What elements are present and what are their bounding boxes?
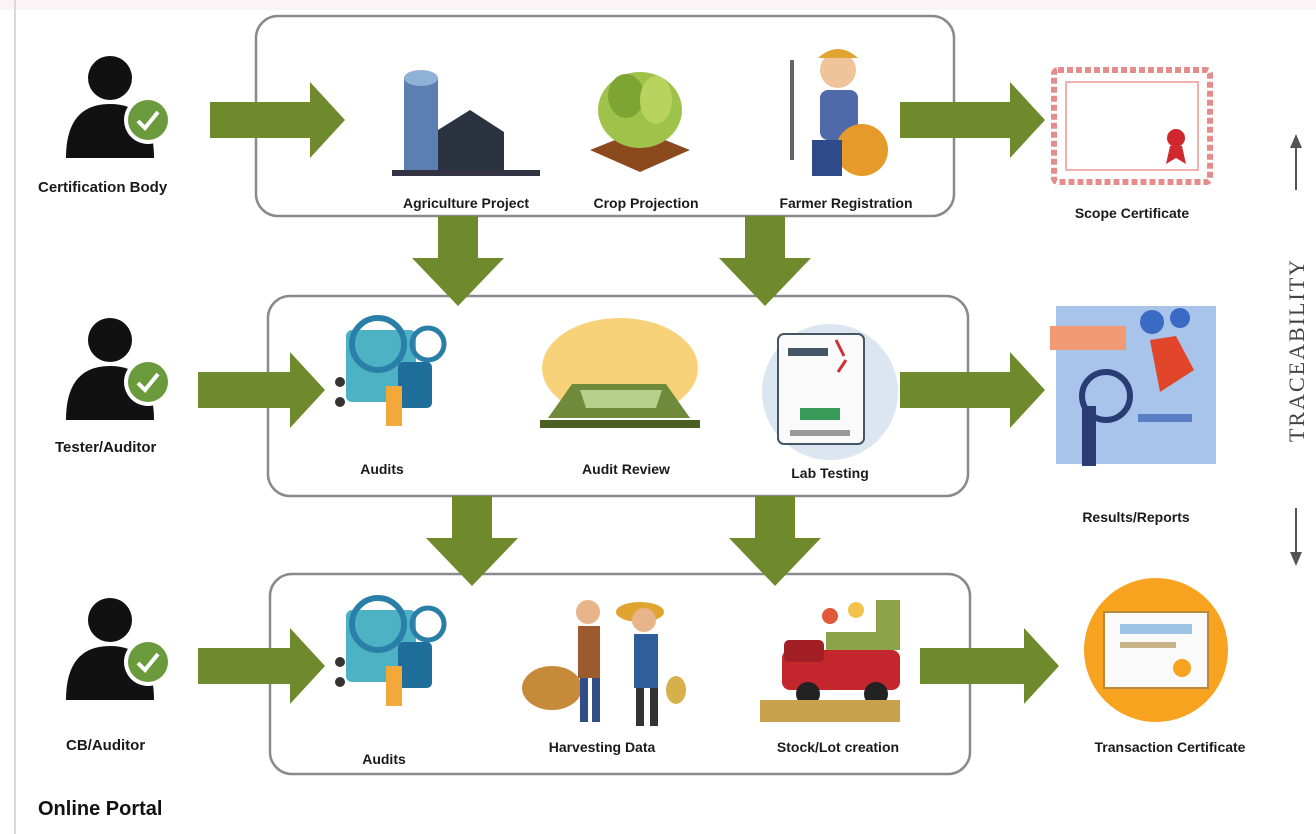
actor-label-3: CB/Auditor xyxy=(66,737,145,754)
arrow-output-1 xyxy=(900,82,1045,158)
report-chart-icon xyxy=(1050,306,1216,466)
arrow-actor-1 xyxy=(210,82,345,158)
silo-icon xyxy=(392,70,540,176)
left-border xyxy=(14,0,16,834)
actor-label-2: Tester/Auditor xyxy=(55,439,157,456)
footer-online-portal: Online Portal xyxy=(38,798,163,820)
traceability-label: TRACEABILITY xyxy=(1284,258,1309,442)
field-review-icon xyxy=(540,318,700,428)
gold-certificate-icon xyxy=(1084,578,1228,722)
farmer-icon xyxy=(790,49,888,176)
audit-magnifier-icon xyxy=(335,315,447,426)
audit-magnifier-icon-2 xyxy=(335,595,447,706)
actor-label-1: Certification Body xyxy=(38,179,168,196)
traceability-axis: TRACEABILITY xyxy=(1284,134,1309,566)
item-label-3-2: Harvesting Data xyxy=(549,739,656,755)
item-label-3-1: Audits xyxy=(362,751,406,767)
harvest-people-icon xyxy=(522,600,686,726)
output-label-3: Transaction Certificate xyxy=(1095,739,1246,755)
top-strip xyxy=(0,0,1316,10)
arrow-down-1b xyxy=(719,216,811,306)
item-label-1-3: Farmer Registration xyxy=(779,195,912,211)
certification-body-icon xyxy=(64,54,174,160)
arrow-down-2a xyxy=(426,496,518,586)
arrow-down-1a xyxy=(412,216,504,306)
lab-report-icon xyxy=(762,324,898,460)
truck-crate-icon xyxy=(760,600,900,722)
arrow-down-2b xyxy=(729,496,821,586)
arrow-output-3 xyxy=(920,628,1059,704)
output-label-1: Scope Certificate xyxy=(1075,205,1190,221)
item-label-1-1: Agriculture Project xyxy=(403,195,529,211)
tester-auditor-icon xyxy=(64,316,174,422)
arrow-actor-3 xyxy=(198,628,325,704)
crop-plant-icon xyxy=(590,72,690,172)
item-label-2-1: Audits xyxy=(360,461,404,477)
item-label-1-2: Crop Projection xyxy=(593,195,698,211)
arrow-output-2 xyxy=(900,352,1045,428)
arrow-actor-2 xyxy=(198,352,325,428)
scope-certificate-icon xyxy=(1051,67,1213,185)
item-label-2-2: Audit Review xyxy=(582,461,670,477)
output-label-2: Results/Reports xyxy=(1082,509,1190,525)
item-label-3-3: Stock/Lot creation xyxy=(777,739,899,755)
item-label-2-3: Lab Testing xyxy=(791,465,869,481)
cb-auditor-icon xyxy=(64,596,174,702)
